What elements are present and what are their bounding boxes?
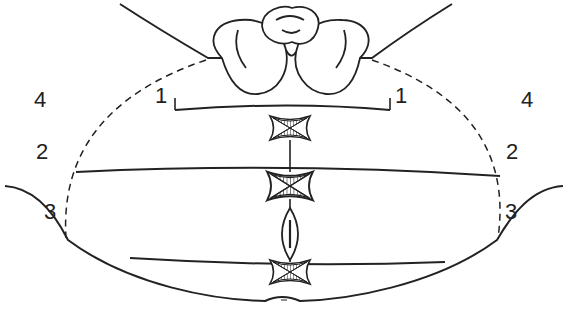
hatched-bowtie	[270, 116, 310, 140]
callout-number: 1	[153, 85, 169, 107]
callout-number: 3	[42, 201, 58, 223]
body-outline	[360, 4, 452, 58]
hatched-bowtie	[270, 260, 310, 284]
callout-number: 4	[32, 89, 48, 111]
callout-number: 4	[519, 89, 535, 111]
notch-mark	[281, 300, 287, 301]
body-outline	[120, 4, 222, 58]
midline	[289, 140, 291, 262]
incision-line	[76, 168, 500, 176]
body-outline	[5, 186, 563, 301]
hatched-bowtie	[267, 172, 313, 201]
incision-line	[175, 106, 390, 111]
callout-number: 2	[504, 141, 520, 163]
lens-line	[289, 220, 291, 248]
end-tick	[175, 98, 390, 110]
callout-number: 3	[503, 201, 519, 223]
flower-structure	[214, 7, 369, 94]
dashed-boundary	[66, 60, 206, 238]
callout-number: 1	[393, 85, 409, 107]
lens-shape	[282, 208, 298, 260]
callout-number: 2	[34, 141, 50, 163]
dashed-boundary	[372, 60, 500, 238]
